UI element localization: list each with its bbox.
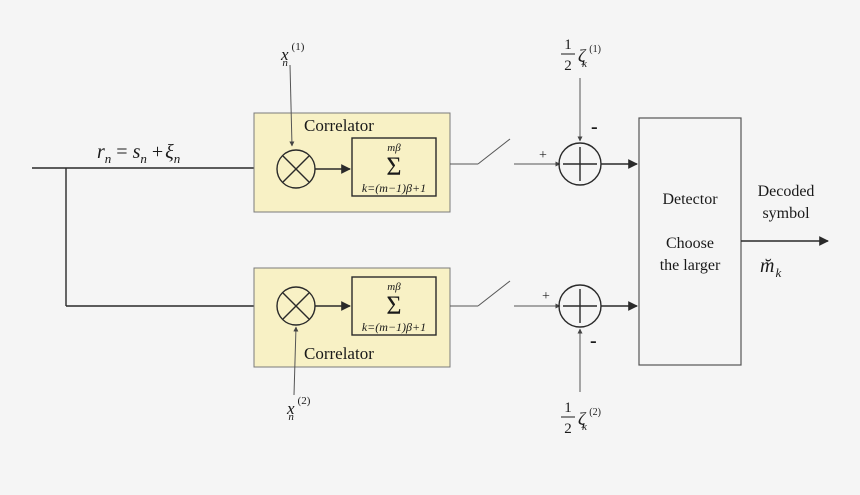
correlator-label: Correlator [304, 344, 374, 363]
reference-wire [289, 64, 295, 147]
input-expression: rn = sn +ξn [97, 141, 180, 166]
summation-block [351, 137, 437, 197]
sampling-switch-top [450, 138, 561, 167]
multiplier-cross [282, 155, 310, 183]
switch-blade [477, 280, 511, 307]
output-symbol: m̆k [760, 255, 781, 280]
summer-bottom: + - 1 2 ζ(2)k [542, 284, 638, 437]
detector-title: Detector [662, 191, 718, 208]
correlator-top: Correlator mβ Σ k=(m−1)β+1 x(1)n [253, 41, 451, 213]
sum-lower-limit: k=(m−1)β+1 [362, 181, 426, 195]
fraction-numerator: 1 [564, 400, 572, 416]
correlator-label: Correlator [304, 116, 374, 135]
detector: Detector Choose the larger [638, 117, 742, 366]
summer-top: + - 1 2 ζ(1)k [539, 37, 638, 186]
summation-block [351, 276, 437, 336]
multiplier-cross [282, 292, 310, 320]
fraction-numerator: 1 [564, 37, 572, 53]
sum-sigma: Σ [386, 291, 401, 320]
switch-blade [477, 138, 511, 165]
sign-minus: - [590, 330, 597, 352]
threshold-zeta: ζ(2)k [578, 407, 601, 433]
input-signal: rn = sn +ξn [32, 141, 277, 311]
fraction-denominator: 2 [564, 58, 572, 74]
sampling-switch-bottom [450, 280, 561, 309]
output: Decoded symbol m̆k [741, 183, 829, 280]
detector-line-2: the larger [660, 257, 721, 274]
fraction-denominator: 2 [564, 421, 572, 437]
threshold-zeta: ζ(1)k [578, 44, 601, 70]
sum-upper-limit: mβ [387, 142, 401, 154]
sum-upper-limit: mβ [387, 281, 401, 293]
detector-line-1: Choose [666, 235, 714, 252]
correlator-bottom: Correlator mβ Σ k=(m−1)β+1 x(2)n [253, 267, 451, 423]
sign-plus: + [539, 148, 547, 163]
reference-signal-label: x(2)n [286, 395, 311, 423]
reference-signal-label: x(1)n [280, 41, 305, 69]
sign-plus: + [542, 289, 550, 304]
sum-lower-limit: k=(m−1)β+1 [362, 320, 426, 334]
output-label-line-2: symbol [762, 205, 810, 222]
sign-minus: - [591, 116, 598, 138]
output-label-line-1: Decoded [758, 183, 815, 200]
reference-wire [293, 326, 299, 396]
sum-sigma: Σ [386, 152, 401, 181]
